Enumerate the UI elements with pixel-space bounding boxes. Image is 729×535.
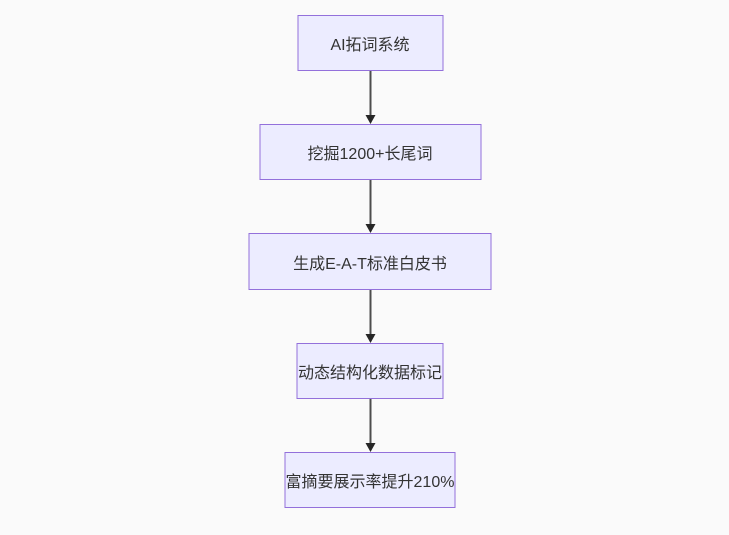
edge-line	[369, 399, 371, 444]
flowchart-node-step-1: AI拓词系统	[297, 15, 443, 71]
edge-connector	[365, 399, 375, 452]
edge-connector	[365, 180, 375, 233]
flowchart-node-step-2: 挖掘1200+长尾词	[259, 124, 481, 180]
arrow-down-icon	[365, 443, 375, 452]
node-label: 生成E-A-T标准白皮书	[293, 255, 447, 273]
arrow-down-icon	[365, 224, 375, 233]
edge-connector	[365, 290, 375, 343]
arrow-down-icon	[365, 334, 375, 343]
edge-line	[369, 290, 371, 335]
node-label: 挖掘1200+长尾词	[307, 146, 433, 163]
flowchart-node-step-4: 动态结构化数据标记	[296, 343, 443, 399]
node-label: 富摘要展示率提升210%	[285, 474, 455, 491]
flowchart-node-step-3: 生成E-A-T标准白皮书	[248, 233, 492, 290]
edge-connector	[365, 71, 375, 124]
node-label: AI拓词系统	[330, 37, 410, 54]
edge-line	[369, 71, 371, 116]
flowchart-node-step-5: 富摘要展示率提升210%	[284, 452, 456, 508]
arrow-down-icon	[365, 115, 375, 124]
node-label: 动态结构化数据标记	[297, 365, 442, 382]
flowchart: AI拓词系统 挖掘1200+长尾词 生成E-A-T标准白皮书 动态结构化数据标记…	[248, 15, 492, 508]
edge-line	[369, 180, 371, 225]
